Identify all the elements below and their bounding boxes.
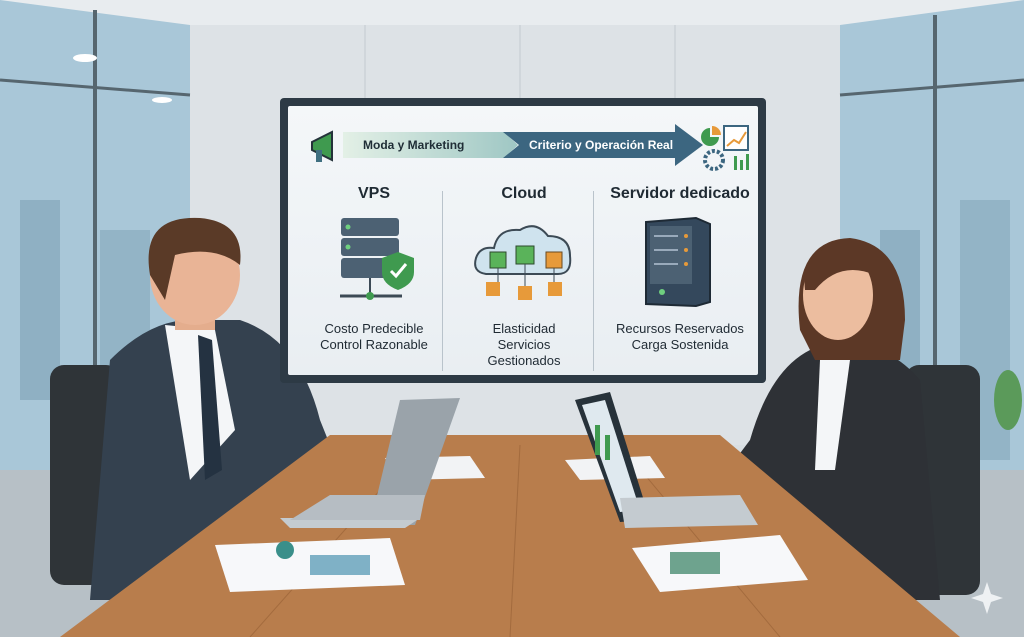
column-title: VPS [357,185,390,202]
feature-line: Gestionados [487,353,561,368]
feature-line: Costo Predecible [324,321,424,336]
feature-line: Servicios [497,337,551,352]
column-title: Cloud [501,185,547,202]
feature-line: Carga Sostenida [631,337,729,352]
banner-to: Criterio y Operación Real [503,124,703,166]
column-dedicated-server: Servidor dedicado Recursos Reservados Ca… [600,184,760,353]
analytics-gear-icon [701,125,749,171]
sparkle-icon [971,582,1003,614]
feature-line: Control Razonable [320,337,428,352]
server-tower-icon [645,216,711,308]
column-divider [593,191,594,371]
presentation-screen: Moda y Marketing Criterio y Operación Re… [280,98,766,383]
column-vps: VPS Costo Predecible Control Razonable [299,184,449,353]
column-cloud: Cloud Elasticidad Servicios Gestionados [449,184,599,369]
plant [994,370,1022,430]
column-title: Servidor dedicado [610,185,750,202]
megaphone-icon [311,130,333,162]
feature-line: Elasticidad [492,321,556,336]
server-shield-icon [340,218,414,300]
laptop-right [575,392,758,528]
column-divider [442,191,443,371]
banner-from: Moda y Marketing [343,132,518,158]
cloud-network-icon [474,225,572,300]
laptop-left [280,398,460,528]
feature-line: Recursos Reservados [616,321,744,336]
